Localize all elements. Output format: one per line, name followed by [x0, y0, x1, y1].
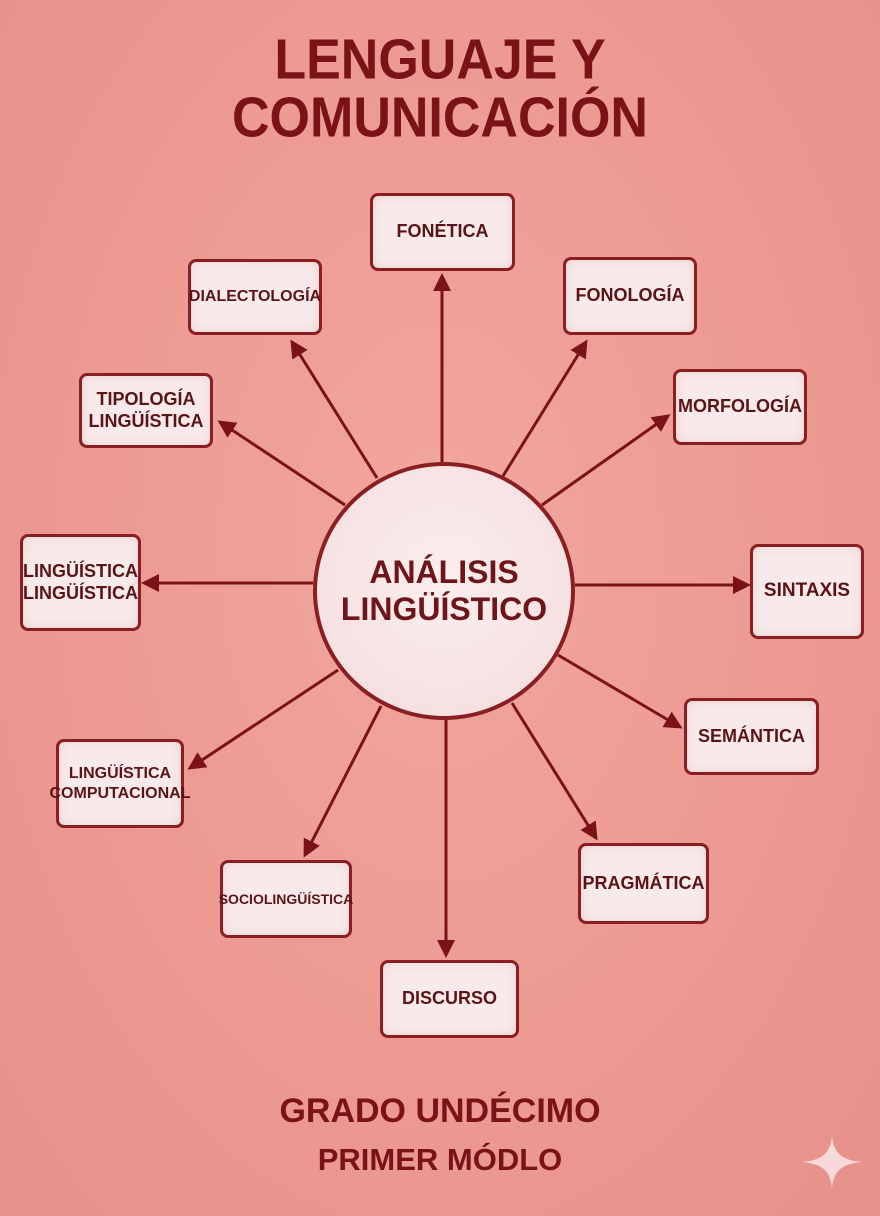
arrow-to-semantica [557, 653, 683, 729]
node-linguistica-computacional-label: LINGÜÍSTICA COMPUTACIONAL [49, 765, 191, 802]
node-dialectologia: DIALECTOLOGÍA [188, 259, 322, 335]
node-discurso: DISCURSO [380, 960, 519, 1038]
page-title-line-2: COMUNICACIÓN [232, 86, 648, 150]
node-sintaxis-label: SINTAXIS [763, 580, 851, 602]
node-linguistica-linguistica-label: LINGÜÍSTICA LINGÜÍSTICA [23, 560, 138, 603]
arrow-to-pragmatica [510, 702, 598, 841]
arrow-to-morfologia [541, 414, 671, 507]
footer-module: PRIMER MÓDLO [317, 1142, 563, 1177]
node-linguistica-computacional: LINGÜÍSTICA COMPUTACIONAL [49, 739, 191, 828]
sparkle-icon [802, 1136, 862, 1188]
node-tipologia-linguistica: TIPOLOGÍA LINGÜÍSTICA [79, 373, 213, 448]
center-node-label: ANÁLISIS LINGÜÍSTICO [340, 554, 548, 627]
node-sintaxis: SINTAXIS [750, 544, 864, 639]
node-morfologia-label: MORFOLOGÍA [678, 396, 802, 417]
center-node-analisis-linguistico: ANÁLISIS LINGÜÍSTICO [313, 462, 575, 720]
node-dialectologia-label: DIALECTOLOGÍA [188, 288, 322, 306]
arrow-to-linguistica-computacional [187, 668, 339, 770]
node-morfologia: MORFOLOGÍA [673, 369, 807, 445]
node-discurso-label: DISCURSO [401, 988, 497, 1009]
node-fonetica: FONÉTICA [370, 193, 515, 271]
node-fonetica-label: FONÉTICA [396, 221, 489, 242]
node-sociolinguistica-label: SOCIOLINGÜÍSTICA [218, 890, 354, 907]
node-fonologia: FONOLOGÍA [563, 257, 697, 335]
page-title-line-1: LENGUAJE Y [274, 28, 606, 92]
arrow-to-sociolinguistica [303, 705, 383, 858]
node-fonologia-label: FONOLOGÍA [575, 285, 685, 306]
node-tipologia-linguistica-label: TIPOLOGÍA LINGÜÍSTICA [88, 388, 204, 431]
arrow-to-tipologia [217, 420, 346, 507]
footer-grade: GRADO UNDÉCIMO [279, 1092, 601, 1130]
arrow-to-dialectologia [290, 339, 379, 479]
node-semantica: SEMÁNTICA [684, 698, 819, 775]
arrow-to-fonologia [501, 339, 588, 477]
node-semantica-label: SEMÁNTICA [698, 725, 805, 746]
node-sociolinguistica: SOCIOLINGÜÍSTICA [218, 860, 354, 938]
node-pragmatica-label: PRAGMÁTICA [582, 872, 705, 893]
node-linguistica-linguistica: LINGÜÍSTICA LINGÜÍSTICA [20, 534, 141, 631]
node-pragmatica: PRAGMÁTICA [578, 843, 709, 924]
